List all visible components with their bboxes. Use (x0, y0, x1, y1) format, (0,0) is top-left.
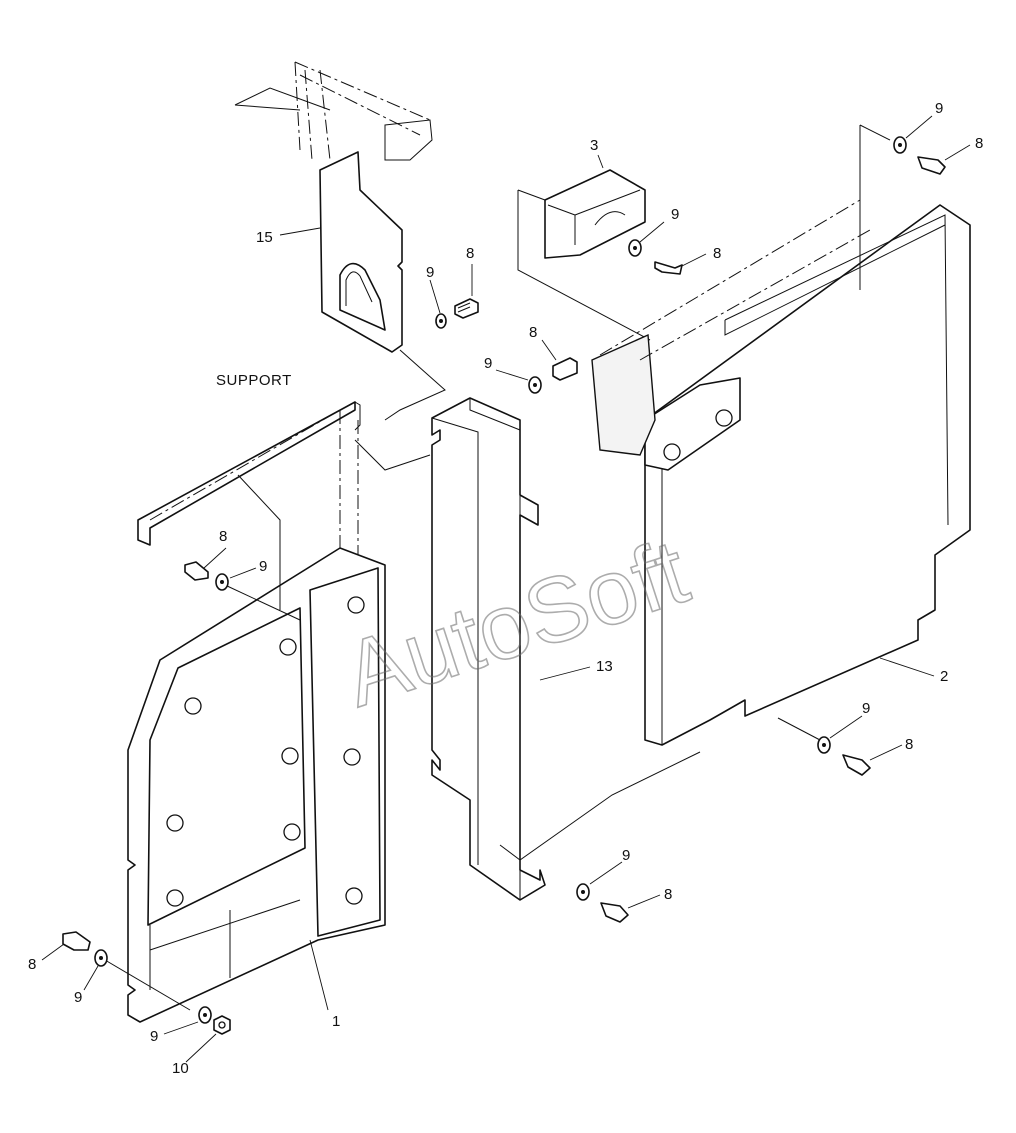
label-9h: 9 (74, 989, 82, 1006)
label-1: 1 (332, 1013, 340, 1030)
washer-9c (628, 239, 642, 257)
label-9c: 9 (671, 206, 679, 223)
support-caption: SUPPORT (216, 372, 292, 389)
label-9a: 9 (426, 264, 434, 281)
part-1-panel (127, 474, 386, 1023)
label-2: 2 (940, 668, 948, 685)
washer-9a (435, 313, 447, 329)
bolt-8d (917, 156, 946, 175)
label-8h: 8 (28, 956, 36, 973)
part-2-panel (591, 124, 971, 746)
washer-9g (576, 883, 590, 901)
label-leaders (41, 115, 971, 1063)
label-8b: 8 (529, 324, 537, 341)
label-9e: 9 (259, 558, 267, 575)
label-8d: 8 (975, 135, 983, 152)
support-rail (137, 401, 361, 580)
label-8g: 8 (664, 886, 672, 903)
label-3: 3 (590, 137, 598, 154)
upper-support-frame (234, 61, 433, 161)
label-10: 10 (172, 1060, 189, 1077)
bolt-8b (552, 357, 578, 381)
label-9i: 9 (150, 1028, 158, 1045)
part-labels: 15 3 9 8 9 8 9 8 9 8 8 9 13 2 9 8 9 8 8 … (28, 100, 983, 1077)
assembly-lines (104, 349, 821, 1011)
label-8e: 8 (219, 528, 227, 545)
label-15: 15 (256, 229, 273, 246)
bolt-8a (454, 298, 479, 319)
part-13-panel (431, 397, 546, 901)
label-8c: 8 (713, 245, 721, 262)
label-9g: 9 (622, 847, 630, 864)
label-9f: 9 (862, 700, 870, 717)
label-8a: 8 (466, 245, 474, 262)
label-13: 13 (596, 658, 613, 675)
washer-9e (215, 573, 229, 591)
bolt-8h (62, 931, 91, 951)
washer-9f (817, 736, 831, 754)
washer-9i (198, 1006, 212, 1024)
label-9b: 9 (484, 355, 492, 372)
bolt-8g (600, 902, 629, 923)
washer-9d (893, 136, 907, 154)
bolt-8e (184, 561, 209, 581)
label-9d: 9 (935, 100, 943, 117)
fasteners (62, 136, 946, 1035)
bolt-8c (654, 261, 683, 275)
part-3-block (517, 169, 651, 341)
bolt-8f (842, 754, 871, 776)
part-15-bracket (319, 151, 403, 353)
nut-10 (213, 1015, 231, 1035)
washer-9h (94, 949, 108, 967)
washer-9b (528, 376, 542, 394)
label-8f: 8 (905, 736, 913, 753)
